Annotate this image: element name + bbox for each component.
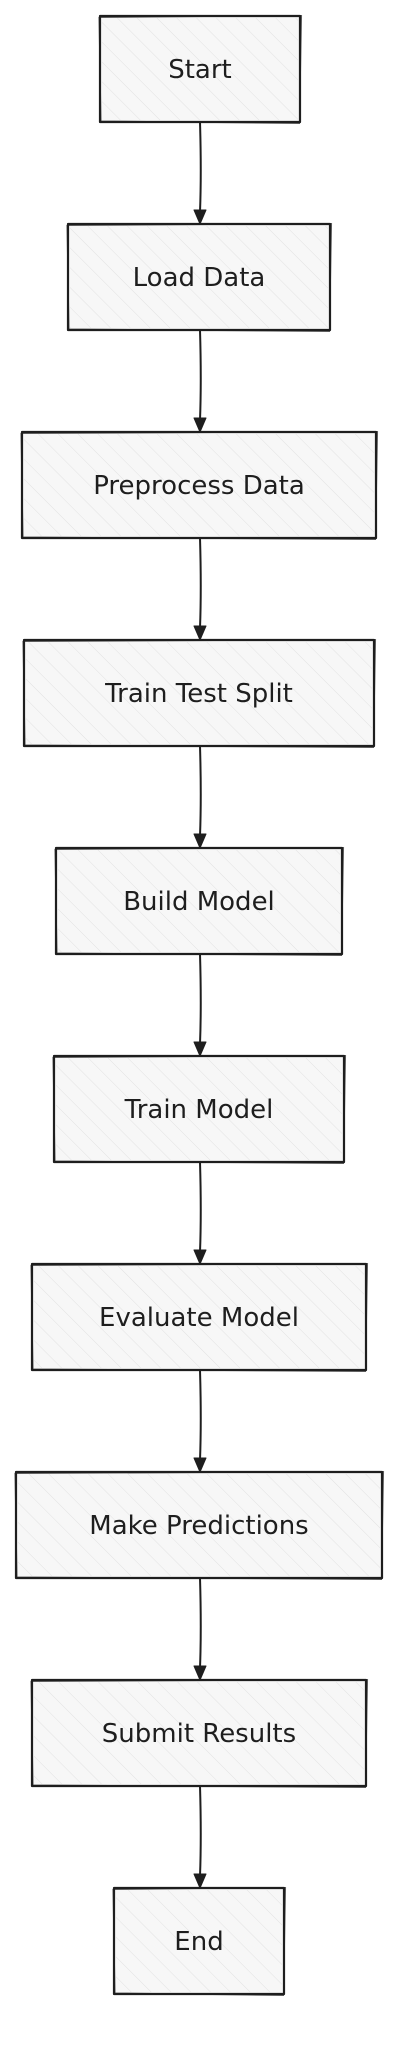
flow-node-label: Evaluate Model	[99, 1303, 299, 1333]
flow-node-sketch-stroke	[22, 638, 377, 749]
flow-arrow-line	[199, 953, 202, 1045]
flowchart-edges	[193, 121, 207, 1889]
flow-node-hatch	[70, 226, 328, 328]
flow-arrowhead-icon	[193, 833, 207, 849]
flow-arrow-line	[199, 745, 202, 837]
flow-node-label: Train Test Split	[104, 679, 293, 709]
flow-node-label: Load Data	[133, 263, 266, 293]
flow-node-label: Submit Results	[102, 1719, 296, 1749]
flow-arrow-line	[199, 1785, 202, 1877]
flow-node-load-data: Load Data	[66, 222, 333, 333]
flow-node-hatch	[116, 1890, 282, 1992]
flow-arrowhead-icon	[193, 625, 207, 641]
flow-node-preprocess-data: Preprocess Data	[20, 430, 379, 541]
flow-node-label: Train Model	[124, 1095, 274, 1125]
flow-node-make-predictions: Make Predictions	[14, 1470, 385, 1581]
flow-arrow-train-test-split-to-build-model	[193, 745, 207, 849]
flow-node-sketch-stroke	[30, 1678, 369, 1789]
flow-node-label: End	[174, 1927, 223, 1957]
flow-arrow-line	[199, 121, 202, 213]
flow-node-sketch-stroke	[98, 14, 303, 125]
flow-node-submit-results: Submit Results	[30, 1678, 369, 1789]
flow-node-sketch-stroke	[14, 1470, 385, 1581]
flow-node-hatch	[26, 642, 372, 744]
flow-arrowhead-icon	[193, 1873, 207, 1889]
flow-arrowhead-icon	[193, 209, 207, 225]
flow-arrow-line	[199, 1161, 202, 1253]
flow-node-sketch-stroke	[54, 846, 345, 957]
flow-arrowhead-icon	[193, 1249, 207, 1265]
flow-arrow-line	[199, 537, 202, 629]
flow-arrow-line	[199, 1577, 202, 1669]
flow-node-hatch	[18, 1474, 380, 1576]
flow-arrowhead-icon	[193, 1041, 207, 1057]
flow-arrow-submit-results-to-end	[193, 1785, 207, 1889]
flow-arrow-make-predictions-to-submit-results	[193, 1577, 207, 1681]
flow-node-train-test-split: Train Test Split	[22, 638, 377, 749]
flow-node-label: Preprocess Data	[93, 471, 305, 501]
flow-arrow-train-model-to-evaluate-model	[193, 1161, 207, 1265]
flow-arrow-build-model-to-train-model	[193, 953, 207, 1057]
flow-node-end: End	[112, 1886, 287, 1997]
flow-node-label: Make Predictions	[89, 1511, 308, 1541]
flow-arrow-load-data-to-preprocess-data	[193, 329, 207, 433]
flow-node-hatch	[56, 1058, 342, 1160]
flow-node-evaluate-model: Evaluate Model	[30, 1262, 369, 1373]
flow-node-start: Start	[98, 14, 303, 125]
flow-arrowhead-icon	[193, 1457, 207, 1473]
flow-arrowhead-icon	[193, 1665, 207, 1681]
flow-arrow-start-to-load-data	[193, 121, 207, 225]
flow-node-sketch-stroke	[112, 1886, 287, 1997]
flow-node-label: Build Model	[123, 887, 275, 917]
flow-node-sketch-stroke	[66, 222, 333, 333]
flow-node-train-model: Train Model	[52, 1054, 347, 1165]
flow-arrow-line	[199, 329, 202, 421]
flow-node-sketch-stroke	[20, 430, 379, 541]
flow-arrowhead-icon	[193, 417, 207, 433]
flow-node-sketch-stroke	[52, 1054, 347, 1165]
flow-node-build-model: Build Model	[54, 846, 345, 957]
flow-node-hatch	[34, 1266, 364, 1368]
flow-node-hatch	[34, 1682, 364, 1784]
flow-arrow-evaluate-model-to-make-predictions	[193, 1369, 207, 1473]
flow-node-hatch	[102, 18, 298, 120]
flow-node-label: Start	[168, 55, 232, 85]
flow-node-sketch-stroke	[30, 1262, 369, 1373]
flow-node-hatch	[24, 434, 374, 536]
flow-node-hatch	[58, 850, 340, 952]
flow-arrow-preprocess-data-to-train-test-split	[193, 537, 207, 641]
flow-arrow-line	[199, 1369, 202, 1461]
